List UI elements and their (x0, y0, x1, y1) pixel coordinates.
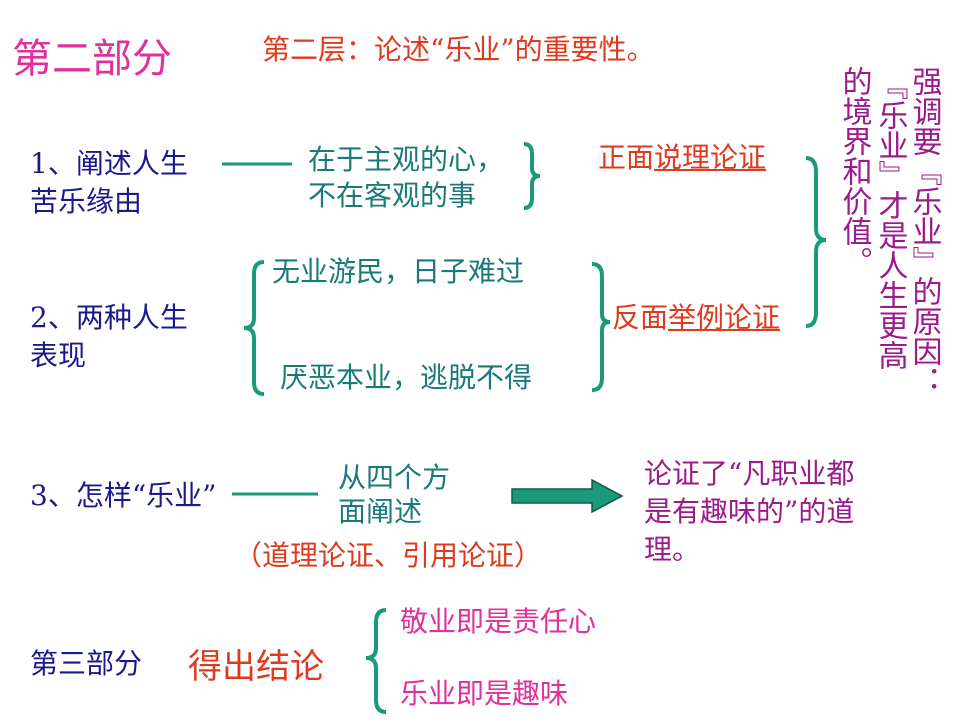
item1-detail-line2: 不在客观的事 (308, 179, 477, 212)
section2-title: 第二部分 (12, 36, 172, 82)
item2-method: 反面举例论证 (612, 301, 781, 334)
section3-point2: 乐业即是趣味 (400, 677, 569, 710)
section3-title: 第三部分 (30, 647, 143, 680)
item3-conclusion-line3: 理。 (644, 533, 701, 566)
section2-right-brace (805, 156, 827, 328)
item2-label-line2: 表现 (30, 339, 87, 372)
item1-method: 正面说理论证 (598, 141, 767, 174)
item2-label-line1: 2、两种人生 (30, 301, 188, 334)
item3-label: 3、怎样“乐业” (30, 479, 217, 512)
item3-arrow (511, 478, 624, 514)
section3-left-brace (365, 608, 387, 714)
item1-label-line1: 1、阐述人生 (30, 147, 188, 180)
item2-left-brace (243, 260, 265, 396)
section3-subtitle: 得出结论 (188, 647, 324, 687)
item1-detail-line1: 在于主观的心， (308, 143, 505, 176)
item1-right-brace (523, 142, 541, 210)
item2-case1: 无业游民，日子难过 (272, 255, 525, 288)
side-note-col3: 的境界和价值。 (836, 66, 872, 276)
layer-title: 第二层：论述“乐业”的重要性。 (262, 33, 655, 66)
item2-case2: 厌恶本业，逃脱不得 (280, 361, 533, 394)
item2-method-prefix: 反面 (612, 301, 669, 334)
section3-point1: 敬业即是责任心 (400, 605, 597, 638)
item3-conclusion-line2: 是有趣味的”的道 (644, 495, 855, 528)
item2-method-main: 举例论证 (668, 301, 781, 334)
item3-methods: （道理论证、引用论证） (234, 539, 543, 572)
item3-conclusion-line1: 论证了“凡职业都 (644, 457, 855, 490)
item1-label-line2: 苦乐缘由 (30, 185, 143, 218)
side-note-col1: 强调要『乐业』的原因： (906, 66, 942, 396)
item1-method-main: 说理论证 (654, 141, 767, 174)
side-note-col2: 『乐业』才是人生更高 (872, 70, 908, 370)
item1-method-prefix: 正面 (598, 141, 655, 174)
item2-right-brace (591, 262, 611, 392)
item3-detail-line2: 面阐述 (338, 495, 423, 528)
item3-detail-line1: 从四个方 (338, 461, 451, 494)
